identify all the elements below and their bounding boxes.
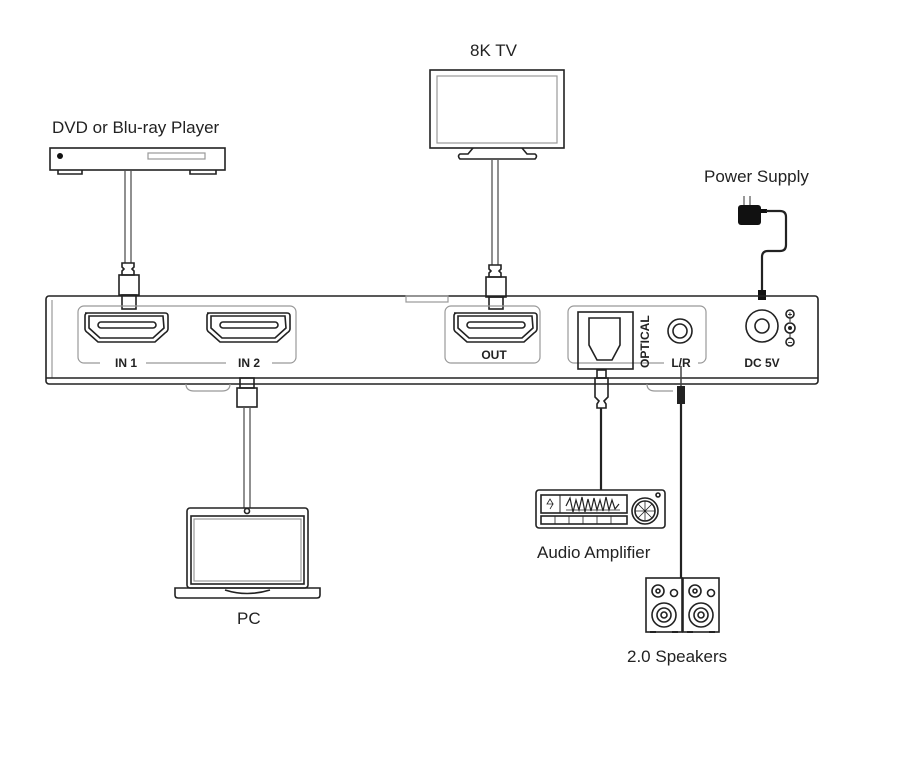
power-adapter-icon xyxy=(738,205,761,225)
hdmi-port-out[interactable] xyxy=(453,312,538,343)
hdmi-cable-dvd-in1 xyxy=(118,171,140,310)
port-label-dc: DC 5V xyxy=(744,356,779,370)
audio-amplifier: Audio Amplifier xyxy=(535,489,666,562)
port-label-lr: L/R xyxy=(671,356,691,370)
power-supply: Power Supply xyxy=(704,167,809,300)
input-port-group xyxy=(77,305,297,364)
switch-rear-panel: IN 1 IN 2 OUT OPTICAL L/R + xyxy=(45,295,819,392)
audio-port-group xyxy=(567,305,707,364)
dvd-player: DVD or Blu-ray Player xyxy=(49,118,226,175)
port-label-out: OUT xyxy=(481,348,507,362)
hdmi-port-in2[interactable] xyxy=(206,312,291,343)
speaker-right xyxy=(682,577,720,633)
audio-cable-35mm xyxy=(677,366,685,578)
pc-laptop: PC xyxy=(174,507,321,628)
speaker-left xyxy=(645,577,683,633)
dvd-player-label: DVD or Blu-ray Player xyxy=(52,118,220,137)
speakers-label: 2.0 Speakers xyxy=(627,647,727,666)
power-led-icon xyxy=(57,153,63,159)
power-supply-label: Power Supply xyxy=(704,167,809,186)
audio-jack-lr[interactable] xyxy=(667,318,693,344)
hdmi-port-in1[interactable] xyxy=(84,312,169,343)
hdmi-cable-out-tv xyxy=(485,160,507,310)
port-label-in2: IN 2 xyxy=(238,356,260,370)
polarity-icon: + − xyxy=(784,309,796,347)
port-label-in1: IN 1 xyxy=(115,356,137,370)
amplifier-label: Audio Amplifier xyxy=(537,543,651,562)
svg-text:+: + xyxy=(788,310,793,319)
tv: 8K TV xyxy=(429,41,565,160)
port-label-optical: OPTICAL xyxy=(638,315,652,368)
svg-text:−: − xyxy=(788,338,793,347)
optical-cable xyxy=(594,369,609,490)
optical-port[interactable] xyxy=(577,311,634,370)
tv-label: 8K TV xyxy=(470,41,518,60)
speakers: 2.0 Speakers xyxy=(627,577,727,666)
pc-label: PC xyxy=(237,609,261,628)
hdmi-cable-pc-in2 xyxy=(236,377,258,508)
output-port-group xyxy=(444,305,541,364)
dc-power-jack[interactable] xyxy=(745,309,779,343)
